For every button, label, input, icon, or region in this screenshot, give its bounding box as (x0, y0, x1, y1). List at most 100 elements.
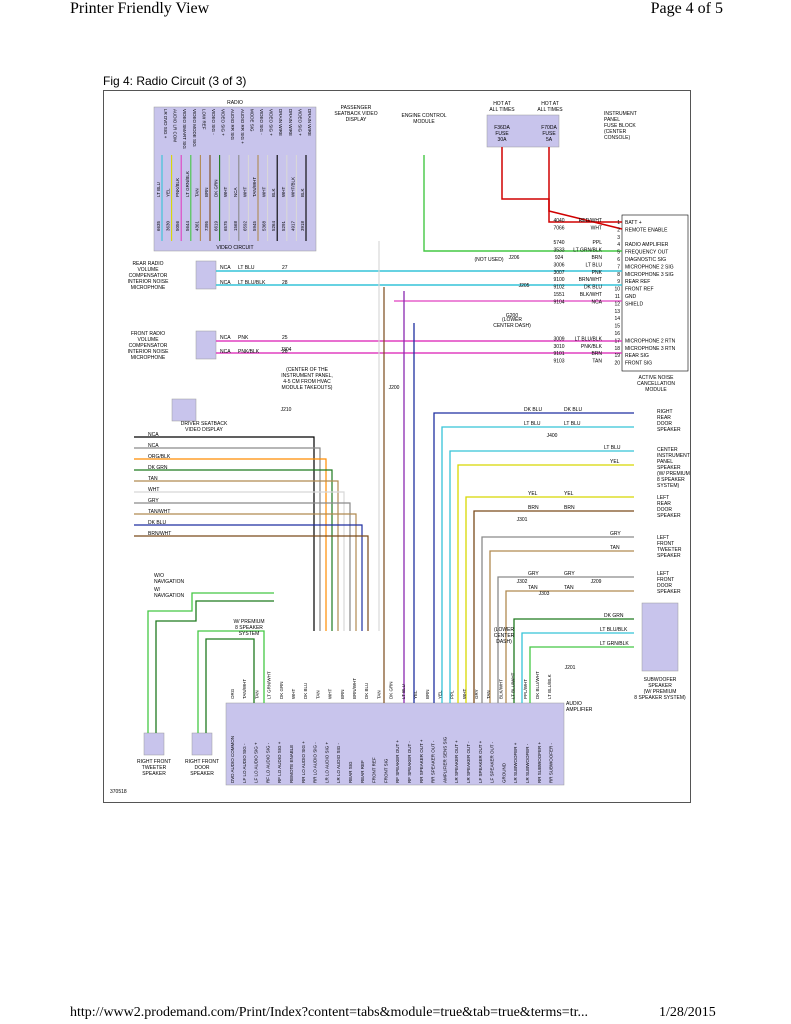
front-mic-label-line-4: MICROPHONE (131, 355, 166, 361)
anc-pin-label-7: MICROPHONE 3 SIG (625, 272, 674, 278)
radio-wire-color-4: TAN (194, 188, 199, 197)
speaker-wire-rr-lt-blu (441, 426, 634, 703)
anc-pin-label-18: REAR SIG (625, 353, 649, 359)
anc-pin-wire-17: PNK/BLK (581, 344, 603, 350)
rear-mic-label-line-0: REAR RADIO (132, 261, 163, 267)
radio-circuit-8: 1568 (233, 220, 238, 231)
fuse-f36-label-line-1: FUSE (495, 131, 509, 137)
instrument-panel-note-line-1: INSTRUMENT PANEL, (281, 373, 333, 379)
amp-pin-8: LR LO AUDIO SIG + (324, 741, 329, 783)
connector-j206: J206 (509, 255, 520, 261)
lower-dash-2-label-line-2: DASH) (496, 639, 512, 645)
anc-pin-num-6: 7 (617, 264, 620, 270)
radio-wire-color-6: DK GRN (214, 179, 219, 197)
left-wire-6: GRY (148, 498, 159, 504)
anc-pin-wire-3: PPL (593, 240, 603, 246)
center-ip-speaker-label-line-2: PANEL (657, 459, 673, 465)
rf-door-label-line-2: SPEAKER (190, 771, 214, 777)
anc-pin-wire-9: DK BLU (584, 285, 602, 291)
radio-wire-color-15: BLK (300, 188, 305, 197)
anc-pin-circuit-16: 3009 (553, 336, 564, 342)
left-wire-line-6 (134, 502, 351, 631)
anc-pin-num-17: 18 (614, 346, 620, 352)
connector-j209: J209 (591, 579, 602, 585)
left-front-door-label-line-1: FRONT (657, 577, 674, 583)
ecm-label-line-1: MODULE (413, 119, 435, 125)
amp-wire-color-5: WHT (291, 689, 296, 699)
left-wire-5: WHT (148, 487, 159, 493)
front-mic-label-line-3: INTERIOR NOISE (128, 349, 170, 355)
radio-wire-color-13: WHT (281, 187, 286, 197)
speaker-wire-sub-lt-blu (521, 632, 634, 703)
left-wire-line-8 (134, 524, 363, 631)
page-header-title: Printer Friendly View (70, 0, 210, 17)
rf-tweeter-label-line-0: RIGHT FRONT (137, 759, 171, 765)
anc-pin-num-19: 20 (614, 361, 620, 367)
subwoofer-box (641, 602, 679, 672)
speaker-wire-lfd-gry (497, 576, 634, 703)
speaker-wire-center-yel (457, 464, 634, 703)
radio-circuit-3: 5644 (185, 220, 190, 231)
amp-pin-18: AMPLIFIER SENS SIG (442, 736, 447, 783)
radio-pin-6: VIDEO SIG + (221, 109, 226, 136)
left-wire-4: TAN (148, 476, 158, 482)
radio-label: RADIO (227, 100, 243, 106)
lfd-label-0: GRY (528, 571, 539, 577)
lr-label-3: BRN (564, 505, 575, 511)
radio-pin-8: AUDIO RR SIG + (240, 109, 245, 144)
amp-pin-2: LF LO AUDIO SIG + (254, 742, 259, 783)
radio-pin-13: DRAIN WIRE (288, 109, 293, 136)
amp-pin-16: RR SPEAKER OUT + (419, 739, 424, 783)
amp-wire-color-13: DK GRN (389, 681, 394, 699)
ecm-label-line-0: ENGINE CONTROL (401, 113, 446, 119)
speaker-wire-lr-yel (465, 496, 634, 703)
radio-circuit-2: 5056 (175, 220, 180, 231)
rf-tweeter-wire-b (155, 600, 274, 733)
anc-pin-circuit-1: 7066 (553, 225, 564, 231)
rear-mic-box (195, 260, 217, 290)
anc-pin-label-6: MICROPHONE 2 SIG (625, 264, 674, 270)
anc-pin-circuit-17: 3010 (553, 344, 564, 350)
rear-mic-wire-0: NCA (220, 265, 231, 271)
anc-pin-label-16: MICROPHONE 2 RTN (625, 338, 676, 344)
amp-pin-0: DVD AUDIO COMMON (230, 736, 235, 783)
amp-wire-color-20: GRY (474, 689, 479, 699)
rear-mic-label-line-3: INTERIOR NOISE (128, 279, 170, 285)
left-wire-line-5 (134, 491, 345, 631)
front-mic-label-line-0: FRONT RADIO (131, 331, 165, 337)
amp-wire-color-6: DK BLU (303, 683, 308, 699)
rf-tweeter-label-line-1: TWEETER (142, 765, 167, 771)
connector-j303: J303 (539, 591, 550, 597)
amp-wire-color-11: DK BLU (364, 683, 369, 699)
connector-j200: J200 (389, 385, 400, 391)
center-label-1: YEL (610, 459, 620, 465)
fuse-block-label-line-2: FUSE BLOCK (604, 123, 636, 129)
rf-tweeter-wire-a (147, 592, 274, 733)
amp-pin-14: RF SPEAKER OUT + (395, 740, 400, 783)
amp-pin-26: RR SUBWOOFER + (537, 741, 542, 783)
subwoofer-label-line-1: SPEAKER (648, 683, 672, 689)
connector-j301: J301 (517, 517, 528, 523)
amp-wire-color-14: LT BLU (401, 684, 406, 699)
anc-pin-circuit-19: 9103 (553, 359, 564, 365)
amp-wire-color-16: BRN (425, 689, 430, 699)
lower-dash-label-line-0: (LOWER (502, 317, 522, 323)
lr-label-0: YEL (528, 491, 538, 497)
driver-display-label-line-0: DRIVER SEATBACK (181, 421, 228, 427)
left-wire-3: DK GRN (148, 465, 168, 471)
amp-wire-color-17: YEL (437, 690, 442, 699)
anc-pin-label-9: FRONT REF (625, 287, 654, 293)
subwoofer-label-line-2: (W/ PREMIUM (644, 689, 677, 695)
video-circuit-label: VIDEO CIRCUIT (216, 245, 253, 251)
rear-mic-wire-2: NCA (220, 280, 231, 286)
fuse-block-label-line-1: PANEL (604, 117, 620, 123)
hot-at-all-times-1-line-1: ALL TIMES (489, 107, 515, 113)
left-wire-9: BRN/WHT (148, 531, 171, 537)
anc-pin-label-17: MICROPHONE 3 RTN (625, 346, 676, 352)
left-wire-line-7 (134, 513, 357, 631)
radio-pin-5: VIDEO SIG - (211, 109, 216, 135)
figure-title: Fig 4: Radio Circuit (3 of 3) (103, 74, 247, 88)
speaker-wire-rr-dk-blu (433, 412, 634, 703)
speaker-wire-sub-lt-grn (529, 646, 634, 703)
left-front-door-label-line-2: DOOR (657, 583, 672, 589)
